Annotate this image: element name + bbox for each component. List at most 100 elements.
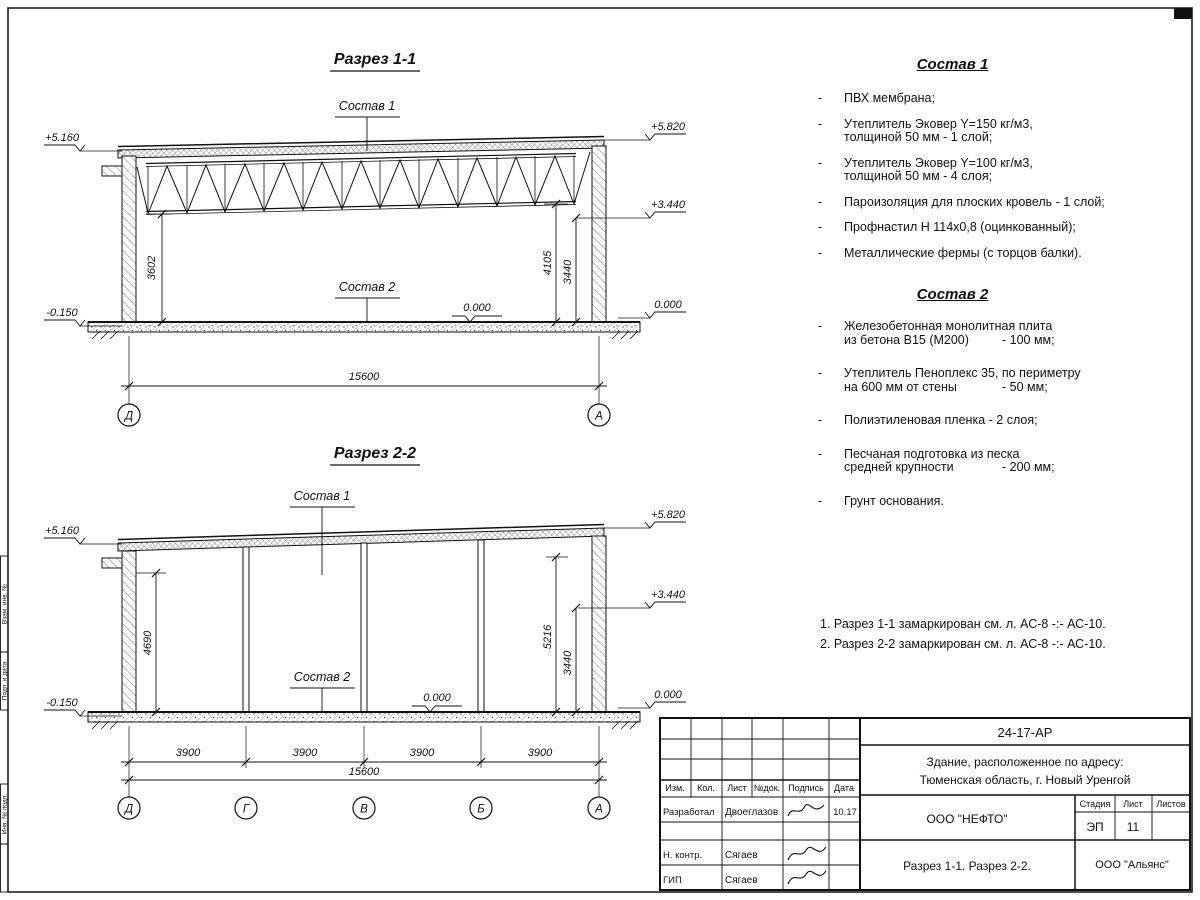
list-item: - Полиэтиленовая пленка - 2 слоя; (818, 413, 1190, 428)
elevation-mark: 0.000 (618, 689, 686, 709)
signature (787, 870, 827, 885)
sheet-label: Лист (1123, 799, 1143, 809)
bullet-dash: - (818, 446, 823, 461)
roof-truss (136, 151, 591, 215)
item-line: средней крупности (844, 460, 954, 474)
ground-hatch (91, 720, 639, 730)
ground-hatch (91, 330, 639, 340)
truss-verticals (147, 155, 575, 214)
dimension: 15600 (121, 336, 607, 392)
axis-letter: Г (243, 804, 250, 816)
dimension: 3602 (146, 209, 172, 327)
elevation-mark: 0.000 (412, 692, 462, 713)
svg-text:3900: 3900 (176, 747, 201, 759)
dimension: 4105 (542, 199, 568, 327)
svg-text:+5.160: +5.160 (45, 132, 80, 144)
signature (787, 846, 827, 861)
axis-letter: Д (123, 804, 133, 816)
bullet-dash: - (818, 116, 823, 131)
tb-col-header: №док. (754, 783, 780, 793)
axis-marks: Д Г В Б А (117, 796, 611, 820)
sheet-number: 11 (1127, 820, 1140, 834)
tb-role: Н. контр. (663, 850, 702, 861)
sostav1-heading: Состав 1 (916, 56, 989, 73)
item-line: Утеплитель Эковер Y=150 кг/м3, (844, 116, 1033, 131)
list-item: - Песчаная подготовка из песка средней к… (818, 446, 1190, 475)
dimension: 4690 (136, 568, 166, 717)
sostav1-list: - ПВХ мембрана; - Утеплитель Эковер Y=15… (818, 91, 1190, 272)
elevation-mark: 0.000 (452, 302, 502, 323)
leader-label: Состав 1 (294, 489, 350, 503)
svg-text:0.000: 0.000 (423, 692, 451, 704)
notes-block: 1. Разрез 1-1 замаркирован см. л. АС-8 -… (820, 614, 1190, 654)
tb-col-header: Кол. (697, 783, 715, 793)
elevation-mark: -0.150 (44, 307, 122, 327)
floor-slab (87, 711, 641, 723)
stamp-label: Взам. инв. № (1, 584, 8, 624)
svg-text:3900: 3900 (293, 747, 318, 759)
bullet-dash: - (818, 245, 823, 260)
sostav2-heading: Состав 2 (916, 286, 989, 303)
svg-text:4690: 4690 (142, 630, 154, 655)
roof-membrane-line (117, 135, 605, 148)
axis-letter: В (360, 804, 368, 816)
bullet-dash: - (818, 91, 823, 105)
elevation-mark: +3.440 (578, 589, 686, 609)
item-value: - 200 мм; (1002, 460, 1055, 474)
stage-label: Стадия (1080, 799, 1111, 809)
list-item: - Утеплитель Эковер Y=100 кг/м3, толщино… (818, 155, 1190, 184)
list-item: - Грунт основания. (818, 493, 1190, 509)
drawing-frame (7, 7, 1193, 893)
item-line: Железобетонная монолитная плита (844, 319, 1053, 333)
item-line: Утеплитель Пеноплекс 35, по периметру (844, 366, 1081, 380)
item-line: Пароизоляция для плоских кровель - 1 сло… (844, 194, 1105, 209)
section-2-2: Разрез 2-2 Состав 1 Состав 2 +5.160 -0.1… (44, 445, 686, 820)
item-line: Полиэтиленовая пленка - 2 слоя; (844, 413, 1038, 427)
column (360, 542, 368, 713)
leader-label: Состав 2 (294, 670, 350, 684)
sheets-label: Листов (1156, 799, 1185, 809)
list-item: - Утеплитель Пеноплекс 35, по периметру … (818, 366, 1190, 394)
elevation-mark: +5.820 (604, 121, 686, 141)
object-name: Тюменская область, г. Новый Уренгой (920, 773, 1131, 787)
axis-letter: Д (123, 411, 133, 423)
tb-date: 10.17 (833, 807, 857, 818)
note-line: 1. Разрез 1-1 замаркирован см. л. АС-8 -… (820, 617, 1106, 631)
svg-text:-0.150: -0.150 (46, 697, 78, 709)
left-wall (121, 155, 137, 333)
dimension: 5216 (542, 552, 568, 717)
item-line: из бетона В15 (М200) (844, 332, 969, 347)
document-code: 24-17-АР (998, 725, 1053, 740)
elevation-mark: +5.820 (604, 509, 686, 529)
bullet-dash: - (818, 413, 823, 427)
item-line: на 600 мм от стены (844, 379, 957, 394)
item-value: - 100 мм; (1002, 332, 1055, 347)
contractor-name: ООО "Альянс" (1095, 859, 1169, 871)
sostav2-list: - Железобетонная монолитная плита из бет… (818, 319, 1190, 528)
bullet-dash: - (818, 493, 823, 508)
svg-text:3900: 3900 (410, 747, 435, 759)
svg-text:3440: 3440 (562, 650, 574, 675)
svg-text:15600: 15600 (349, 371, 380, 383)
item-line: Утеплитель Эковер Y=100 кг/м3, (844, 155, 1033, 170)
axis-letter: Б (477, 804, 485, 816)
svg-text:+5.820: +5.820 (651, 121, 686, 133)
tb-col-header: Дата (834, 783, 854, 793)
item-line: Грунт основания. (844, 493, 944, 508)
tb-name: Двоеглазов (725, 807, 778, 818)
elevation-mark: +5.160 (44, 525, 122, 545)
axis-bubble (352, 796, 376, 820)
canopy-detail (101, 165, 123, 177)
column (477, 539, 485, 713)
svg-text:+5.160: +5.160 (45, 525, 80, 537)
roof-membrane-line (117, 523, 605, 541)
stamp-box (0, 651, 9, 711)
tb-role: ГИП (663, 875, 682, 886)
dimension: 3440 (562, 603, 581, 717)
item-line: толщиной 50 мм - 4 слоя; (844, 169, 993, 183)
company-name: ООО "НЕФТО" (926, 812, 1007, 826)
axis-bubble (587, 796, 611, 820)
dimension: 3900 3900 3900 3900 (121, 726, 607, 797)
list-item: - Профнастил Н 114х0,8 (оцинкованный); (818, 220, 1190, 235)
